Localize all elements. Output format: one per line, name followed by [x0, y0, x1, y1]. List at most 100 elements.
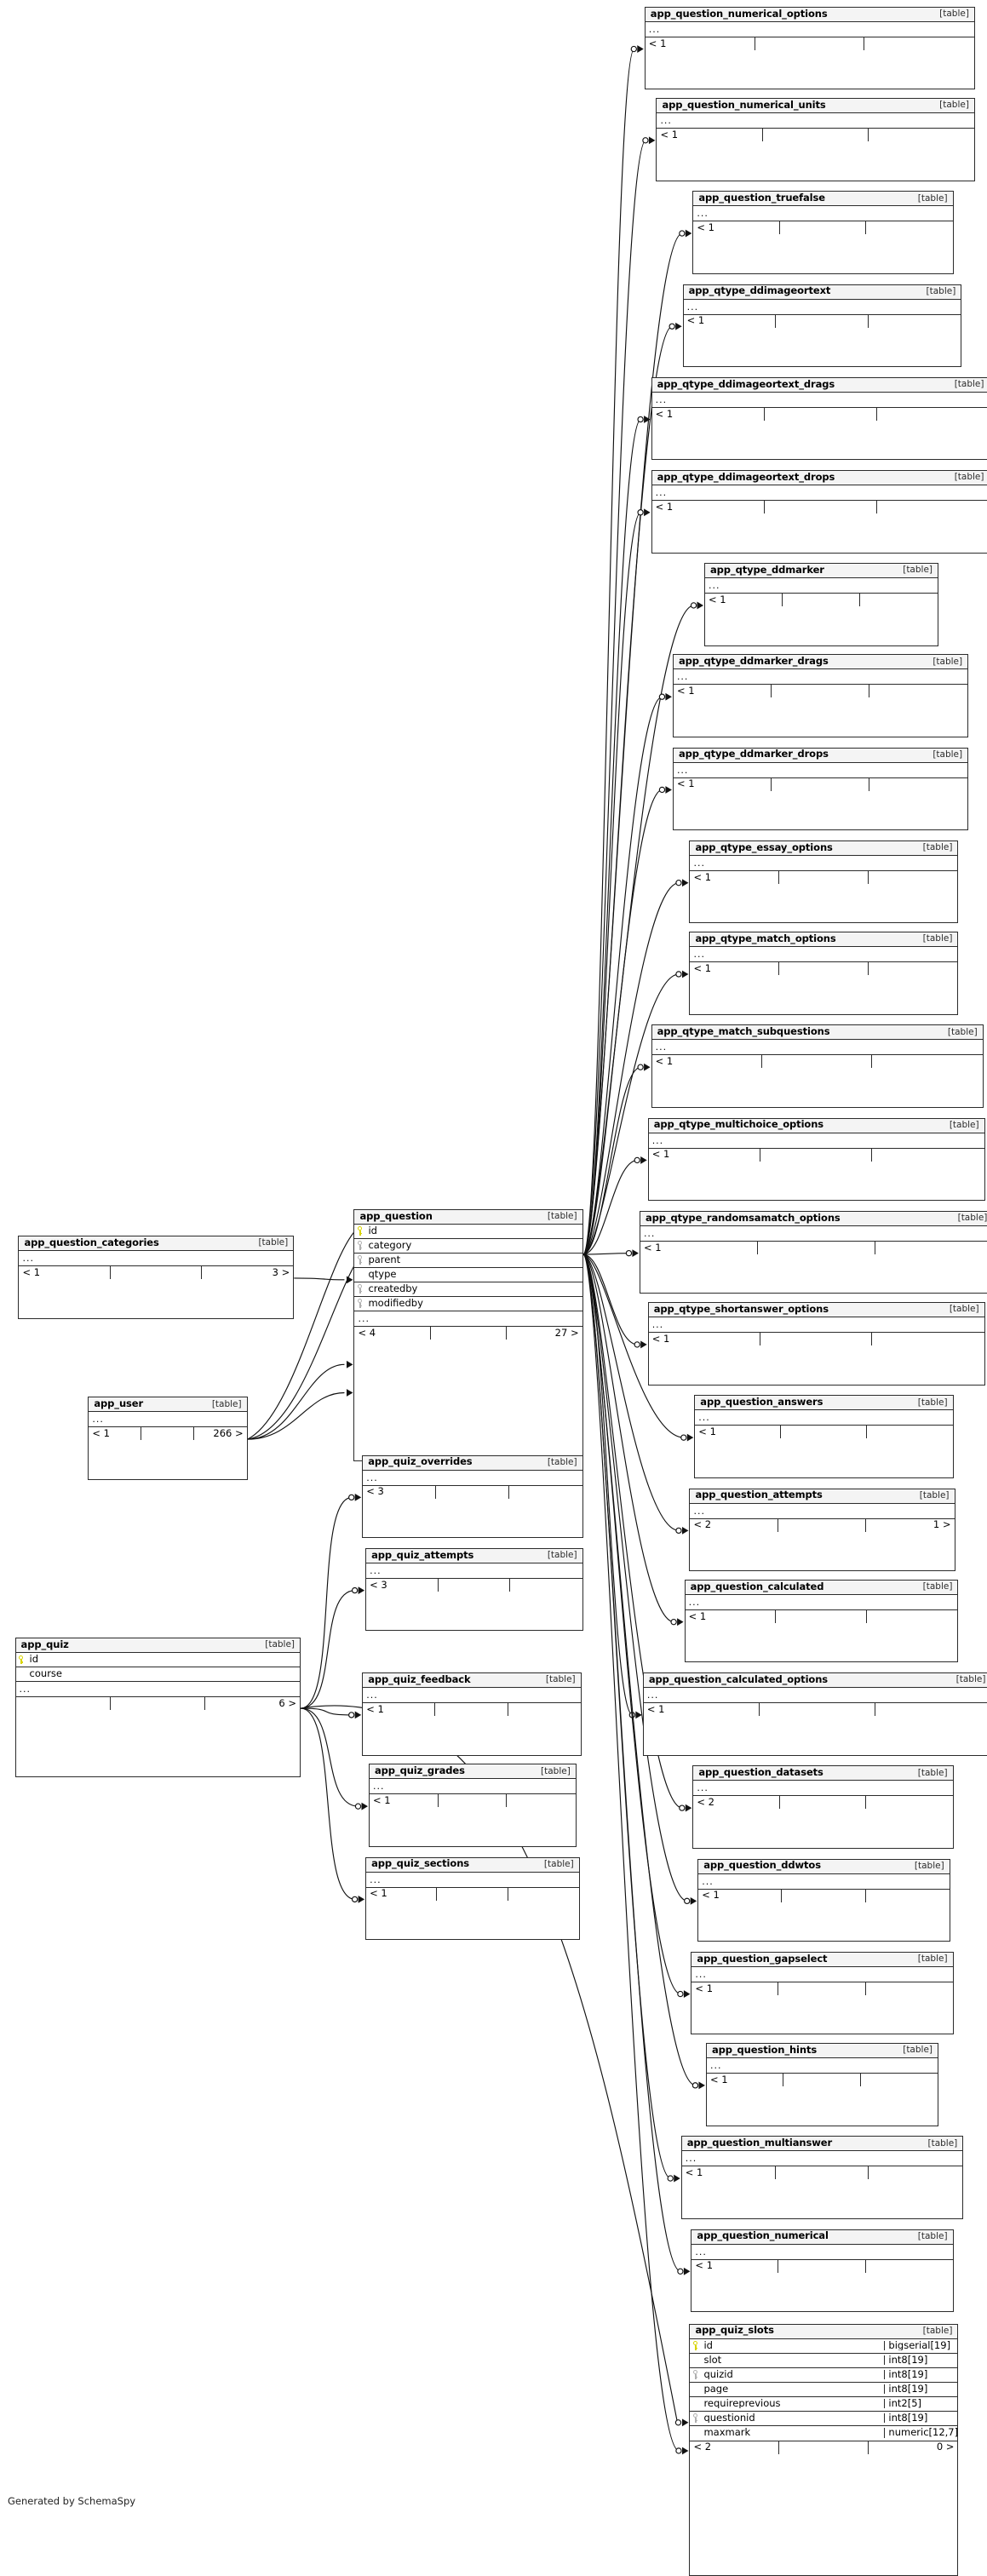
- incoming-relationship-count: < 3: [363, 1485, 436, 1499]
- table-node-app_question_calculated[interactable]: app_question_calculated[table]...< 1: [684, 1579, 959, 1663]
- table-header[interactable]: app_question_numerical[table]: [691, 2229, 953, 2245]
- optional-cardinality-marker: [691, 2082, 699, 2089]
- table-header[interactable]: app_qtype_multichoice_options[table]: [648, 1118, 984, 1133]
- footer-spacer: [776, 1609, 867, 1623]
- table-header[interactable]: app_question_numerical_options[table]: [645, 7, 974, 22]
- table-header[interactable]: app_qtype_match_subquestions[table]: [651, 1025, 983, 1041]
- column-row[interactable]: modifiedby: [354, 1297, 582, 1311]
- table-node-app_question_gapselect[interactable]: app_question_gapselect[table]...< 1: [691, 1951, 954, 2035]
- table-header[interactable]: app_quiz[table]: [15, 1638, 301, 1654]
- table-header[interactable]: app_qtype_ddmarker_drops[table]: [673, 748, 968, 763]
- table-header[interactable]: app_qtype_ddmarker[table]: [705, 564, 938, 579]
- column-row[interactable]: parent: [354, 1254, 582, 1268]
- table-header[interactable]: app_qtype_essay_options[table]: [690, 840, 958, 856]
- outgoing-relationship-count: [877, 408, 987, 421]
- table-header[interactable]: app_question_attempts[table]: [690, 1489, 955, 1504]
- table-header[interactable]: app_question_ddwtos[table]: [698, 1859, 950, 1874]
- table-header[interactable]: app_question[table]: [354, 1209, 582, 1225]
- table-header[interactable]: app_qtype_ddimageortext[table]: [683, 284, 961, 300]
- table-header[interactable]: app_question_truefalse[table]: [693, 192, 953, 207]
- table-node-app_question_hints[interactable]: app_question_hints[table]...< 1: [705, 2043, 939, 2126]
- table-header[interactable]: app_question_calculated_options[table]: [643, 1673, 987, 1689]
- table-header[interactable]: app_question_answers[table]: [695, 1396, 953, 1411]
- table-node-app_qtype_ddmarker[interactable]: app_qtype_ddmarker[table]...< 1: [704, 563, 939, 646]
- table-node-app_qtype_ddimageortext_drags[interactable]: app_qtype_ddimageortext_drags[table]...<…: [651, 376, 987, 461]
- table-header[interactable]: app_quiz_overrides[table]: [363, 1455, 582, 1471]
- table-type-tag: [table]: [932, 749, 963, 760]
- table-node-app_question_numerical_units[interactable]: app_question_numerical_units[table]...< …: [656, 98, 975, 181]
- table-header[interactable]: app_qtype_match_options[table]: [690, 932, 958, 948]
- column-row[interactable]: id: [354, 1225, 582, 1239]
- table-node-app_question_answers[interactable]: app_question_answers[table]...< 1: [694, 1395, 954, 1478]
- relationship-edge: [294, 1277, 345, 1281]
- column-row[interactable]: course: [15, 1667, 301, 1683]
- table-header[interactable]: app_quiz_sections[table]: [366, 1857, 579, 1873]
- table-header[interactable]: app_quiz_grades[table]: [370, 1764, 576, 1780]
- table-header[interactable]: app_qtype_ddmarker_drags[table]: [673, 655, 968, 670]
- table-node-app_qtype_ddimageortext_drops[interactable]: app_qtype_ddimageortext_drops[table]...<…: [651, 469, 987, 554]
- table-node-app_question_numerical[interactable]: app_question_numerical[table]...< 1: [691, 2229, 954, 2313]
- table-node-app_question_truefalse[interactable]: app_question_truefalse[table]...< 1: [692, 191, 954, 274]
- table-node-app_qtype_randomsamatch_options[interactable]: app_qtype_randomsamatch_options[table]..…: [639, 1210, 987, 1294]
- table-header[interactable]: app_question_multianswer[table]: [681, 2137, 963, 2152]
- table-node-app_question_ddwtos[interactable]: app_question_ddwtos[table]...< 1: [697, 1858, 950, 1942]
- table-node-app_qtype_essay_options[interactable]: app_qtype_essay_options[table]...< 1: [689, 840, 959, 924]
- table-header[interactable]: app_qtype_randomsamatch_options[table]: [640, 1211, 987, 1226]
- table-node-app_question_multianswer[interactable]: app_question_multianswer[table]...< 1: [680, 2136, 964, 2219]
- table-node-app_question_calculated_options[interactable]: app_question_calculated_options[table]..…: [642, 1672, 987, 1756]
- table-node-app_quiz_feedback[interactable]: app_quiz_feedback[table]...< 1: [362, 1672, 582, 1756]
- table-header[interactable]: app_question_numerical_units[table]: [657, 99, 974, 114]
- table-node-app_qtype_match_options[interactable]: app_qtype_match_options[table]...< 1: [689, 932, 959, 1015]
- table-node-app_qtype_match_subquestions[interactable]: app_qtype_match_subquestions[table]...< …: [651, 1024, 984, 1108]
- relationship-edge: [582, 48, 635, 1255]
- table-node-app_quiz_overrides[interactable]: app_quiz_overrides[table]...< 3: [362, 1454, 583, 1539]
- table-node-app_qtype_multichoice_options[interactable]: app_qtype_multichoice_options[table]...<…: [647, 1117, 985, 1202]
- column-row[interactable]: category: [354, 1239, 582, 1254]
- table-node-app_qtype_ddimageortext[interactable]: app_qtype_ddimageortext[table]...< 1: [682, 284, 962, 368]
- many-cardinality-marker: [681, 2418, 689, 2427]
- columns-truncated-row: ...: [19, 1684, 32, 1695]
- table-header[interactable]: app_question_datasets[table]: [693, 1766, 953, 1781]
- table-header[interactable]: app_qtype_ddimageortext_drags[table]: [651, 377, 987, 393]
- table-header[interactable]: app_question_hints[table]: [706, 2044, 938, 2059]
- table-header[interactable]: app_question_gapselect[table]: [691, 1952, 953, 1967]
- column-row[interactable]: id: [15, 1653, 301, 1668]
- outgoing-relationship-count: [875, 1242, 987, 1254]
- table-header[interactable]: app_quiz_slots[table]: [690, 2324, 958, 2339]
- table-header[interactable]: app_quiz_attempts[table]: [366, 1548, 582, 1563]
- table-name: app_question: [359, 1209, 433, 1222]
- outgoing-relationship-count: 6 >: [278, 1697, 297, 1709]
- table-node-app_quiz_sections[interactable]: app_quiz_sections[table]...< 1: [365, 1856, 580, 1941]
- column-list: ...: [690, 856, 957, 870]
- table-header[interactable]: app_quiz_feedback[table]: [363, 1673, 581, 1689]
- table-node-app_question_numerical_options[interactable]: app_question_numerical_options[table]...…: [644, 6, 975, 90]
- table-header[interactable]: app_question_calculated[table]: [685, 1580, 958, 1595]
- table-node-app_qtype_shortanswer_options[interactable]: app_qtype_shortanswer_options[table]...<…: [647, 1302, 985, 1386]
- table-node-app_question_datasets[interactable]: app_question_datasets[table]...< 2: [692, 1765, 954, 1849]
- table-footer: < 1: [673, 684, 968, 698]
- table-header[interactable]: app_qtype_ddimageortext_drops[table]: [651, 470, 987, 485]
- table-node-app_qtype_ddmarker_drags[interactable]: app_qtype_ddmarker_drags[table]...< 1: [672, 654, 969, 737]
- table-node-app_quiz_attempts[interactable]: app_quiz_attempts[table]...< 3: [365, 1547, 583, 1632]
- table-header[interactable]: app_question_categories[table]: [19, 1236, 294, 1252]
- table-node-app_qtype_ddmarker_drops[interactable]: app_qtype_ddmarker_drops[table]...< 1: [672, 747, 969, 831]
- table-node-app_quiz_grades[interactable]: app_quiz_grades[table]...< 1: [369, 1764, 577, 1847]
- many-cardinality-marker: [358, 1895, 365, 1903]
- column-row[interactable]: qtype: [354, 1268, 582, 1282]
- table-header[interactable]: app_qtype_shortanswer_options[table]: [648, 1303, 984, 1318]
- table-header[interactable]: app_user[table]: [89, 1397, 247, 1413]
- column-row[interactable]: createdby: [354, 1282, 582, 1297]
